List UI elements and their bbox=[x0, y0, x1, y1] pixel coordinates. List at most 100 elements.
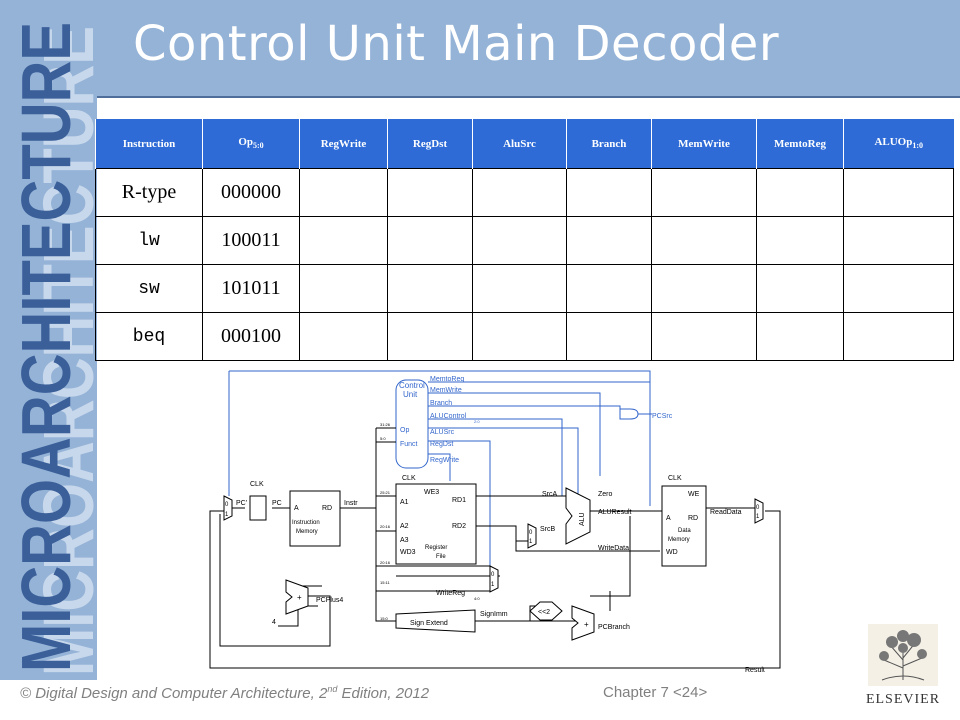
control-unit-label: Control bbox=[399, 381, 425, 390]
table-cell bbox=[651, 168, 757, 217]
cell-instruction: beq bbox=[95, 312, 203, 361]
table-cell bbox=[566, 312, 652, 361]
table-cell bbox=[299, 264, 388, 313]
table-cell bbox=[756, 168, 844, 217]
shift-left-2 bbox=[529, 601, 563, 621]
instr-mem-label2: Memory bbox=[296, 529, 318, 535]
bits-15-0: 15:0 bbox=[380, 616, 389, 621]
table-cell bbox=[566, 168, 652, 217]
bits-25-21: 25:21 bbox=[380, 490, 391, 495]
bits-15-11: 15:11 bbox=[380, 580, 390, 585]
cell-instruction: R-type bbox=[95, 168, 203, 217]
table-row: R-type 000000 bbox=[95, 168, 954, 217]
signal-branch: Branch bbox=[430, 400, 452, 407]
logo-text: ELSEVIER bbox=[865, 692, 941, 707]
pc-mux-0: 0 bbox=[225, 502, 229, 508]
signal-regdst: RegDst bbox=[430, 441, 453, 448]
bits-5-0: 5:0 bbox=[380, 436, 386, 441]
table-cell bbox=[472, 312, 567, 361]
clk-label-reg: CLK bbox=[402, 475, 416, 482]
bits-20-16: 20:16 bbox=[380, 524, 391, 529]
instr-mem-label1: Instruction bbox=[292, 520, 320, 526]
table-cell bbox=[651, 312, 757, 361]
col-header-alusrc: AluSrc bbox=[472, 119, 567, 169]
signal-alucontrol: ALUControl bbox=[430, 413, 467, 420]
instr-mem-rd: RD bbox=[322, 505, 332, 512]
alu-label: ALU bbox=[579, 512, 586, 526]
pcplus4-plus: + bbox=[297, 593, 302, 602]
table-cell bbox=[843, 216, 954, 265]
col-header-op: Op5:0 bbox=[202, 119, 300, 169]
table-row: beq 000100 bbox=[95, 312, 954, 361]
a2-label: A2 bbox=[400, 523, 409, 530]
data-mem-a: A bbox=[666, 515, 671, 522]
elsevier-logo-icon bbox=[868, 624, 938, 686]
four-label: 4 bbox=[272, 619, 276, 626]
signal-alucontrol-bits: 2:0 bbox=[474, 419, 480, 424]
rd2-label: RD2 bbox=[452, 523, 466, 530]
col-header-instruction: Instruction bbox=[95, 119, 203, 169]
funct-label: Funct bbox=[400, 441, 418, 448]
footer-chapter: Chapter 7 <24> bbox=[603, 684, 708, 701]
cell-instruction: lw bbox=[95, 216, 203, 265]
table-cell bbox=[566, 264, 652, 313]
col-header-branch: Branch bbox=[566, 119, 652, 169]
result-label: Result bbox=[745, 667, 765, 674]
table-cell bbox=[756, 312, 844, 361]
data-memory bbox=[661, 485, 707, 567]
clk-label-mem: CLK bbox=[668, 475, 682, 482]
side-title: MICROARCHITECTURE bbox=[7, 22, 85, 672]
cell-op: 000100 bbox=[202, 312, 300, 361]
readdata-label: ReadData bbox=[710, 509, 742, 516]
alusrc-mux-1: 1 bbox=[529, 539, 533, 545]
col-header-regwrite: RegWrite bbox=[299, 119, 388, 169]
table-cell bbox=[472, 216, 567, 265]
table-cell bbox=[566, 216, 652, 265]
pcbranch-label: PCBranch bbox=[598, 624, 630, 631]
pcbranch-plus: + bbox=[584, 620, 589, 629]
table-row: sw 101011 bbox=[95, 264, 954, 313]
bits-20-16b: 20:16 bbox=[380, 560, 391, 565]
pcplus4-label: PCPlus4 bbox=[316, 597, 343, 604]
table-cell bbox=[756, 216, 844, 265]
datapath-diagram: Control Unit Op Funct MemtoReg MemWrite … bbox=[209, 370, 781, 674]
table-cell bbox=[843, 168, 954, 217]
pcplus4-adder bbox=[285, 579, 309, 615]
col-header-memwrite: MemWrite bbox=[651, 119, 757, 169]
table-cell bbox=[387, 312, 473, 361]
table-cell bbox=[651, 216, 757, 265]
regdst-mux-1: 1 bbox=[491, 582, 495, 588]
page-title: Control Unit Main Decoder bbox=[133, 16, 780, 72]
alusrc-mux bbox=[527, 523, 537, 549]
pc-mux-1: 1 bbox=[225, 512, 229, 518]
memtoreg-mux bbox=[754, 498, 764, 524]
footer-copyright: © Digital Design and Computer Architectu… bbox=[20, 684, 430, 702]
title-bar bbox=[97, 0, 960, 98]
side-band: MICROARCHITECTURE MICROARCHITECTURE bbox=[0, 0, 97, 680]
data-mem-label2: Memory bbox=[668, 537, 690, 543]
control-unit-label2: Unit bbox=[403, 390, 418, 399]
table-cell bbox=[387, 168, 473, 217]
cell-op: 101011 bbox=[202, 264, 300, 313]
sign-extend-label: Sign Extend bbox=[410, 620, 448, 627]
instruction-memory bbox=[289, 490, 341, 547]
signal-memwrite: MemWrite bbox=[430, 387, 462, 394]
table-cell bbox=[756, 264, 844, 313]
decoder-table: Instruction Op5:0 RegWrite RegDst AluSrc… bbox=[95, 119, 954, 361]
cell-op: 100011 bbox=[202, 216, 300, 265]
instr-label: Instr bbox=[344, 500, 358, 507]
table-cell bbox=[299, 312, 388, 361]
a1-label: A1 bbox=[400, 499, 409, 506]
shift-label: <<2 bbox=[538, 609, 550, 616]
op-label: Op bbox=[400, 427, 409, 434]
we-label: WE bbox=[688, 491, 700, 498]
sign-extend-box bbox=[395, 609, 476, 633]
col-header-aluop: ALUOp1:0 bbox=[843, 119, 954, 169]
pc-mux bbox=[223, 495, 233, 521]
clk-label-pc: CLK bbox=[250, 481, 264, 488]
cell-op: 000000 bbox=[202, 168, 300, 217]
table-cell bbox=[387, 264, 473, 313]
wd3-label: WD3 bbox=[400, 549, 416, 556]
pcbranch-adder bbox=[571, 605, 595, 641]
pc-register bbox=[249, 495, 267, 521]
